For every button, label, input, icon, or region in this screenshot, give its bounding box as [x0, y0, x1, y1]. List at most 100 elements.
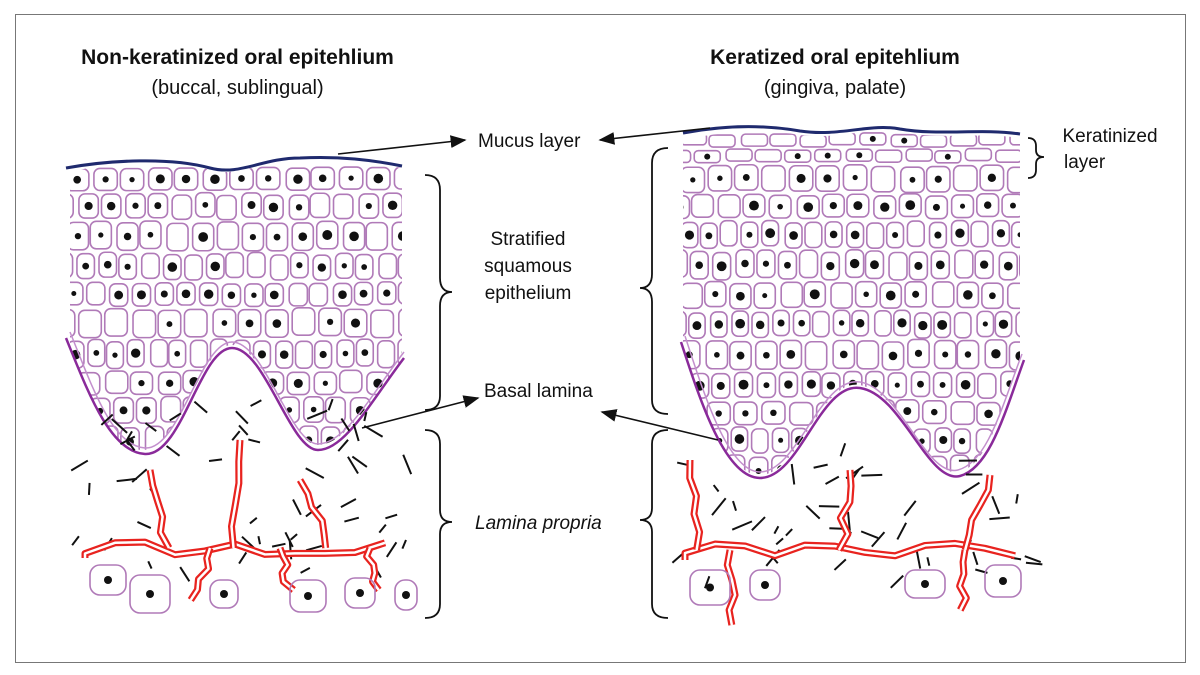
epithelial-cell	[42, 221, 63, 248]
cell-nucleus	[695, 261, 704, 269]
cell-nucleus	[706, 583, 714, 592]
epithelial-cell	[994, 310, 1013, 338]
epithelial-cell	[118, 253, 138, 281]
epithelial-cell	[832, 309, 851, 337]
cell-nucleus	[1003, 261, 1013, 271]
epithelial-cell	[950, 194, 975, 219]
epithelial-cell	[905, 148, 933, 162]
cell-nucleus	[124, 263, 131, 270]
collagen-fiber	[327, 398, 334, 411]
epithelial-cell	[683, 132, 708, 146]
epithelial-cell	[655, 341, 676, 369]
epithelial-cell	[46, 340, 63, 367]
epithelial-cell	[103, 307, 129, 337]
epithelial-cell	[931, 281, 955, 308]
epithelial-cell	[313, 340, 333, 369]
epithelial-cell	[991, 219, 1011, 247]
epithelial-cell	[343, 308, 368, 338]
collagen-fiber	[385, 541, 398, 558]
cell-nucleus	[262, 437, 270, 445]
right-basal-lamina	[679, 341, 1026, 480]
cell-nucleus	[97, 467, 102, 472]
cell-nucleus	[856, 152, 863, 159]
cell-nucleus	[341, 263, 347, 269]
epithelial-cell	[354, 253, 374, 281]
cell-nucleus	[403, 175, 409, 181]
cell-nucleus	[901, 137, 908, 144]
epithelial-cell	[970, 220, 989, 248]
cell-nucleus	[674, 380, 682, 388]
epithelial-cell	[276, 458, 295, 483]
cell-nucleus	[1024, 261, 1033, 270]
epithelial-cell	[70, 251, 74, 279]
epithelial-cell	[194, 191, 216, 218]
cell-nucleus	[982, 321, 988, 327]
cell-nucleus	[59, 378, 68, 387]
cell-nucleus	[82, 262, 90, 270]
cell-nucleus	[963, 290, 973, 300]
epithelial-cell	[885, 221, 905, 249]
collagen-fiber	[1024, 555, 1042, 564]
cell-nucleus	[837, 437, 843, 443]
blood-vessel-lumen	[963, 474, 992, 551]
cell-nucleus	[60, 203, 66, 209]
cell-nucleus	[247, 201, 256, 210]
cell-nucleus	[397, 231, 402, 241]
collagen-fiber	[165, 445, 181, 457]
epithelial-cell	[397, 280, 402, 305]
cell-nucleus	[298, 232, 308, 241]
epithelial-cell	[683, 282, 704, 310]
epithelial-cell	[903, 454, 924, 475]
cell-nucleus	[870, 379, 879, 388]
epithelial-cell	[907, 338, 930, 369]
collagen-fiber	[340, 498, 357, 508]
epithelial-cell	[810, 426, 829, 453]
blood-vessel-lumen	[83, 540, 386, 558]
epithelial-cell	[881, 341, 905, 371]
epithelial-cell	[705, 340, 729, 370]
cell-nucleus	[888, 351, 898, 361]
collagen-fiber	[671, 552, 684, 564]
cell-nucleus	[944, 153, 951, 160]
collagen-fiber	[790, 463, 796, 485]
collagen-fiber	[712, 484, 720, 493]
cell-nucleus	[786, 350, 796, 359]
epithelial-cell	[873, 195, 897, 220]
cell-nucleus	[400, 468, 407, 475]
figure-frame	[15, 14, 1186, 663]
cell-nucleus	[736, 351, 745, 360]
blood-vessel-lumen	[683, 542, 1016, 560]
cell-nucleus	[736, 291, 745, 301]
epithelial-cell	[294, 340, 314, 369]
cell-nucleus	[188, 405, 198, 415]
cell-nucleus	[937, 319, 948, 330]
collagen-fiber	[131, 468, 148, 483]
collagen-fiber	[860, 530, 879, 540]
collagen-fiber	[805, 505, 821, 520]
epithelial-cell	[851, 309, 870, 337]
cell-nucleus	[664, 466, 669, 471]
cell-nucleus	[839, 350, 848, 359]
collagen-fiber	[292, 499, 302, 516]
epithelial-cell	[183, 308, 208, 338]
cell-nucleus	[784, 380, 793, 389]
epithelial-cell	[761, 400, 786, 425]
collagen-fiber	[378, 524, 387, 534]
mucus-arrow-right	[598, 127, 711, 145]
epithelial-cell	[913, 312, 932, 339]
epithelial-cell	[888, 251, 908, 281]
epithelial-cell	[994, 149, 1020, 163]
cell-nucleus	[81, 437, 91, 447]
epithelial-cell	[813, 453, 834, 475]
cell-nucleus	[404, 407, 412, 415]
cell-nucleus	[1010, 202, 1016, 209]
cell-nucleus	[921, 580, 929, 588]
epithelial-cell	[308, 282, 329, 307]
cell-nucleus	[763, 382, 770, 389]
blood-vessel-lumen	[726, 549, 737, 626]
left-basal-lamina	[64, 337, 405, 456]
cell-nucleus	[932, 203, 940, 211]
epithelial-cell	[147, 192, 169, 219]
epithelial-cell	[683, 428, 688, 455]
cell-nucleus	[683, 202, 684, 213]
